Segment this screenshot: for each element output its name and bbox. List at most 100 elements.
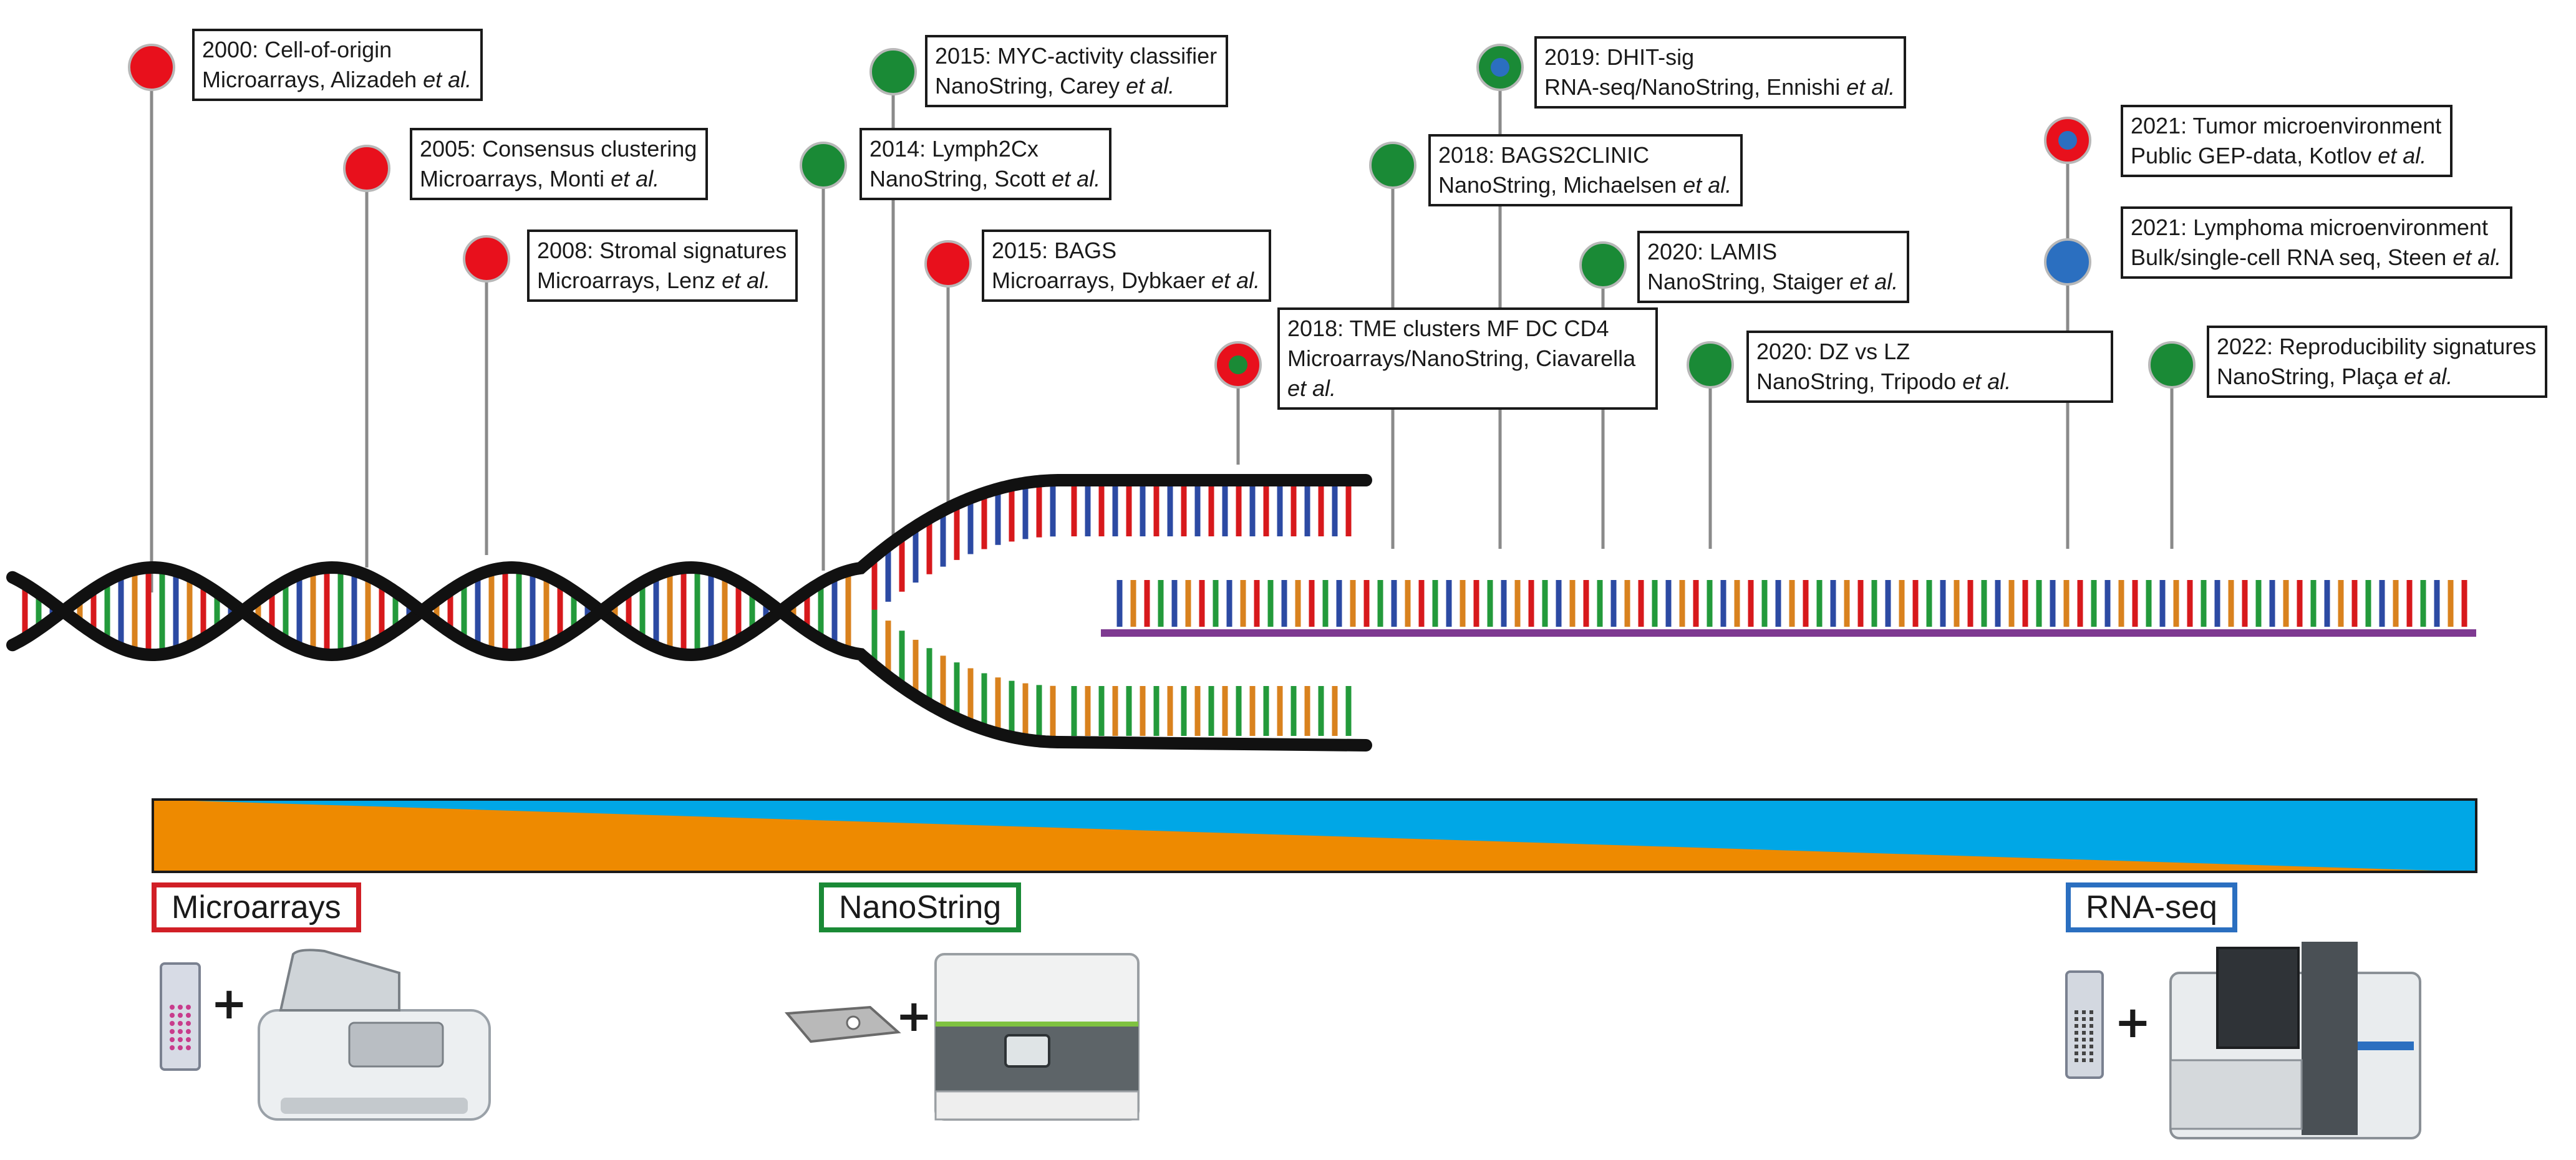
marker-dot-inner [2058,131,2077,150]
plus-sign: + [2114,997,2151,1048]
event-method: Public GEP-data, Kotlov [2131,143,2378,168]
microarray-spot [170,1021,175,1026]
event-title: 2000: Cell-of-origin [202,37,392,62]
flowcell-lane [2075,1058,2078,1062]
event-method: NanoString, Scott [869,166,1052,191]
gradient-outline [152,798,2477,873]
dna-strands [6,474,1372,752]
flowcell-lane [2082,1017,2086,1021]
sequencer-light [2358,1042,2414,1050]
flowcell-lane [2082,1045,2086,1048]
event-title: 2015: BAGS [992,238,1117,263]
event-etal: et al. [611,166,660,191]
event-label-2008: 2008: Stromal signatures Microarrays, Le… [527,230,798,302]
flowcell-lane [2075,1024,2078,1028]
event-title: 2014: Lymph2Cx [869,136,1039,162]
flowcell-lane [2075,1010,2078,1014]
event-label-2015-myc: 2015: MYC-activity classifier NanoString… [925,35,1229,107]
flowcell-lane [2089,1024,2093,1028]
event-method: NanoString, Carey [935,73,1126,99]
instrument-illustrations [160,942,2421,1139]
event-method: Microarrays, Lenz [537,268,722,293]
marker-dot-inner [1229,355,1247,374]
microarray-share [153,800,2476,872]
event-etal: et al. [1962,369,2012,394]
event-method: NanoString, Staiger [1647,269,1850,294]
event-etal: et al. [1126,73,1175,99]
technology-label: RNA-seq [2086,889,2217,926]
marker-pins [128,44,2196,592]
flowcell-lane [2075,1045,2078,1048]
event-title: 2021: Tumor microenvironment [2131,113,2442,138]
event-label-2015-bags: 2015: BAGS Microarrays, Dybkaer et al. [982,230,1272,302]
event-method: Microarrays, Monti [420,166,611,191]
flowcell-lane [2082,1058,2086,1062]
event-label-2018-tme: 2018: TME clusters MF DC CD4 Microarrays… [1277,307,1658,410]
technology-label: Microarrays [172,889,341,926]
dna-strand-upper [6,474,1372,662]
microarray-spot [186,1021,191,1026]
event-method: NanoString, Tripodo [1756,369,1963,394]
microarray-spot [170,1037,175,1042]
microarray-spot [178,1005,183,1010]
event-label-2020-dz-lz: 2020: DZ vs LZ NanoString, Tripodo et al… [1746,331,2113,403]
event-title: 2018: TME clusters MF DC CD4 [1287,316,1609,341]
event-label-2021-tumor: 2021: Tumor microenvironment Public GEP-… [2121,105,2453,177]
event-title: 2019: DHIT-sig [1544,44,1695,70]
analyzer-base [934,1090,1140,1121]
event-etal: et al. [2378,143,2427,168]
event-label-2014: 2014: Lymph2Cx NanoString, Scott et al. [859,128,1112,200]
event-label-2005: 2005: Consensus clustering Microarrays, … [410,128,709,200]
event-label-2022: 2022: Reproducibility signatures NanoStr… [2207,326,2548,398]
scanner-tray [348,1022,444,1068]
event-title: 2008: Stromal signatures [537,238,787,263]
scanner-base [281,1098,468,1114]
nanostring-cartridge-icon [784,1005,901,1043]
event-method: Bulk/single-cell RNA seq, Steen [2131,244,2453,270]
technology-gradient-bar [152,798,2477,873]
analyzer-screen [1004,1034,1050,1068]
flowcell-lane [2082,1024,2086,1028]
flowcell-lane [2089,1031,2093,1035]
event-title: 2015: MYC-activity classifier [935,43,1218,69]
microarray-spot [186,1045,191,1050]
flowcell-lane [2082,1038,2086,1042]
technology-nanostring: NanoString [819,882,1022,932]
plus-sign: + [896,990,932,1042]
event-label-2021-lymphoma: 2021: Lymphoma microenvironment Bulk/sin… [2121,206,2513,279]
flowcell-lane [2089,1038,2093,1042]
flowcell-lane [2082,1051,2086,1055]
event-method: Microarrays/NanoString, Ciavarella [1287,346,1636,371]
event-label-2020-lamis: 2020: LAMIS NanoString, Staiger et al. [1637,231,1910,303]
event-etal: et al. [2453,244,2502,270]
technology-microarrays: Microarrays [152,882,361,932]
event-title: 2005: Consensus clustering [420,136,697,162]
flowcell-lane [2089,1058,2093,1062]
microarray-spot [178,1013,183,1018]
event-etal: et al. [1846,74,1896,100]
flowcell-lane [2075,1051,2078,1055]
microarray-spot [178,1045,183,1050]
marker-dot [463,235,510,283]
flowcell-lane [2089,1045,2093,1048]
cartridge-hole [846,1015,861,1030]
flowcell-lane [2082,1010,2086,1014]
event-etal: et al. [1052,166,1101,191]
event-method: NanoString, Michaelsen [1438,172,1683,198]
event-etal: et al. [722,268,771,293]
marker-dot [1579,241,1627,289]
microarray-spot [186,1029,191,1034]
dna-strand-lower [6,561,1372,752]
marker-dot [1369,142,1416,189]
flowcell-lane [2089,1010,2093,1014]
flowcell-lane [2089,1017,2093,1021]
event-etal: et al. [423,67,472,92]
dna-base-pairs [22,485,2476,737]
event-title: 2022: Reproducibility signatures [2217,334,2537,359]
flowcell-lane [2075,1031,2078,1035]
event-title: 2018: BAGS2CLINIC [1438,142,1650,168]
marker-dot [800,142,847,189]
event-method: NanoString, Plaça [2217,364,2404,389]
